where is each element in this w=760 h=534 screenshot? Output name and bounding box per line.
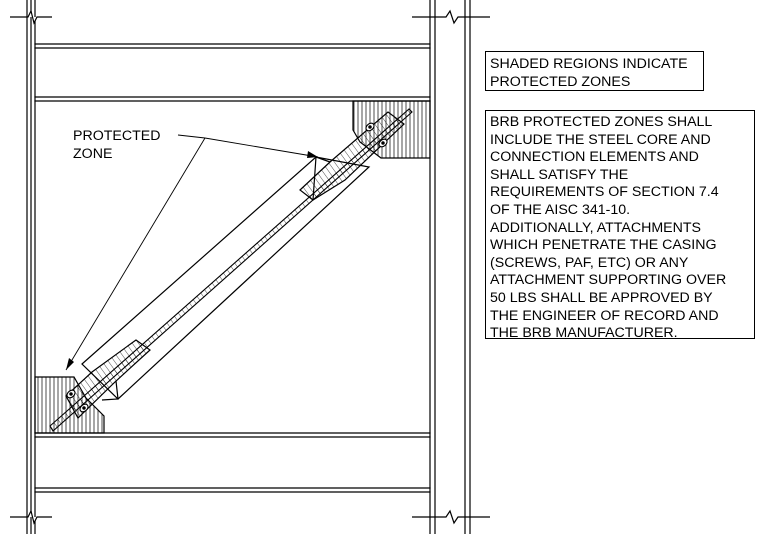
leader-to-lower-zone	[65, 137, 206, 371]
bolts	[66, 122, 388, 413]
bolt	[365, 122, 375, 132]
top-beam	[34, 43, 431, 102]
arrowhead-lower	[66, 358, 74, 370]
left-column	[26, 0, 36, 534]
right-column	[429, 0, 471, 534]
callout-leaders	[65, 134, 319, 371]
bottom-beam	[34, 432, 431, 493]
break-lines	[10, 9, 490, 525]
break-line-top-right	[412, 9, 490, 25]
bolt	[378, 138, 388, 148]
protected-zone-callout: PROTECTED ZONE	[73, 128, 161, 162]
leader-arrowheads	[66, 151, 318, 370]
break-line-bottom-left	[10, 509, 52, 525]
shaded-regions-note: SHADED REGIONS INDICATE PROTECTED ZONES	[485, 51, 704, 91]
brb-requirements-note: BRB PROTECTED ZONES SHALL INCLUDE THE ST…	[485, 110, 755, 341]
lower-gusset-plate	[34, 376, 105, 434]
leader-to-upper-zone	[204, 137, 319, 158]
bolt	[66, 389, 76, 399]
bolt	[79, 403, 89, 413]
arrowhead-upper	[307, 151, 318, 158]
callout-underline	[177, 134, 206, 139]
lower-core-connection	[65, 339, 151, 419]
break-line-bottom-right	[412, 509, 490, 525]
break-line-top-left	[10, 9, 52, 25]
